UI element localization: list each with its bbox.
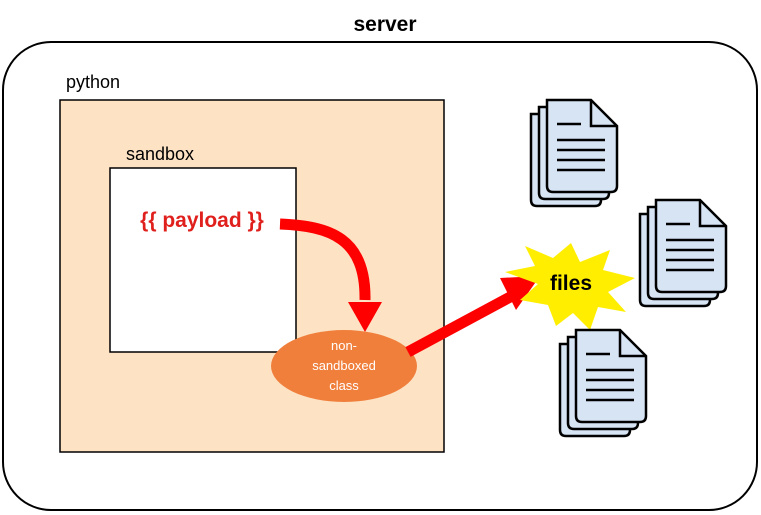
class-label-line-2: sandboxed [312, 358, 376, 373]
sandbox-label: sandbox [126, 144, 194, 164]
server-box [2, 41, 758, 511]
files-label: files [550, 272, 592, 295]
class-label-line-1: non- [331, 338, 357, 353]
files-burst [505, 243, 635, 330]
class-to-files-arrowhead [500, 276, 540, 310]
server-label: server [353, 13, 416, 36]
payload-to-class-arrow-shaft [279, 218, 371, 301]
payload-label: {{ payload }} [140, 209, 264, 232]
document-stack-icon [638, 198, 728, 308]
non-sandboxed-class [271, 330, 417, 402]
document-stack-icon [558, 328, 648, 438]
sandbox-box [109, 167, 297, 353]
class-to-files-arrow-shaft [405, 291, 515, 357]
document-stack-icon [529, 98, 619, 208]
class-label-line-3: class [329, 378, 359, 393]
payload-to-class-arrowhead [348, 302, 382, 332]
python-label: python [66, 72, 120, 92]
